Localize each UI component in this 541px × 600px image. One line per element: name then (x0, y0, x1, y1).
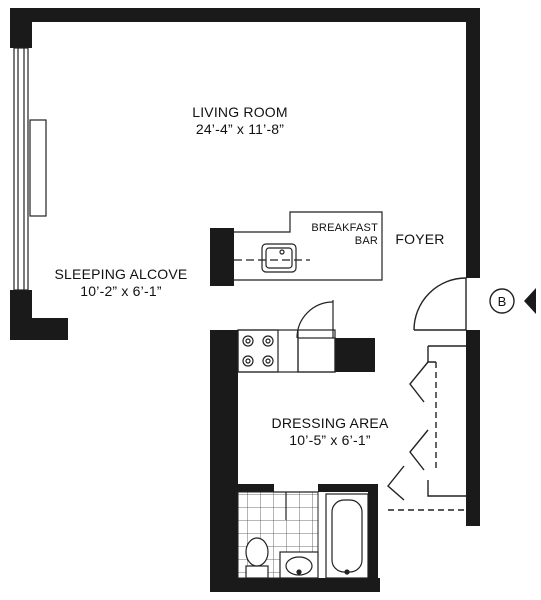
kitchen-sink (261, 243, 297, 273)
breakfast-bar-label: BREAKFAST BAR (302, 222, 378, 248)
dressing-area-name: DRESSING AREA (271, 415, 389, 431)
entry-marker-letter: B (498, 294, 507, 309)
stove (237, 329, 279, 373)
toilet-icon (245, 537, 269, 579)
entry-arrow-icon (524, 288, 536, 314)
walls (10, 8, 480, 592)
bathroom-sink-icon (279, 551, 319, 579)
dressing-area-label: DRESSING AREA 10’-5” x 6’-1” (264, 415, 396, 449)
entry-marker: B (489, 288, 536, 314)
living-room-name: LIVING ROOM (192, 104, 288, 120)
kitchen-door (296, 300, 334, 339)
entry-door (413, 277, 467, 331)
living-room-dims: 24’-4” x 11’-8” (195, 121, 285, 137)
sleeping-alcove-dims: 10’-2” x 6’-1” (80, 283, 162, 299)
foyer-label: FOYER (395, 231, 445, 247)
breakfast-bar-line2: BAR (354, 235, 378, 247)
living-room-label: LIVING ROOM 24’-4” x 11’-8” (178, 104, 302, 138)
window (13, 47, 47, 291)
dressing-area-dims: 10’-5” x 6’-1” (289, 432, 371, 448)
breakfast-bar-counter (234, 211, 383, 281)
sleeping-alcove-label: SLEEPING ALCOVE 10’-2” x 6’-1” (46, 266, 196, 300)
closet (387, 345, 466, 511)
sleeping-alcove-name: SLEEPING ALCOVE (54, 266, 188, 282)
breakfast-bar-line1: BREAKFAST (311, 222, 378, 234)
bathtub-icon (325, 493, 369, 579)
kitchen-counter (237, 329, 336, 373)
